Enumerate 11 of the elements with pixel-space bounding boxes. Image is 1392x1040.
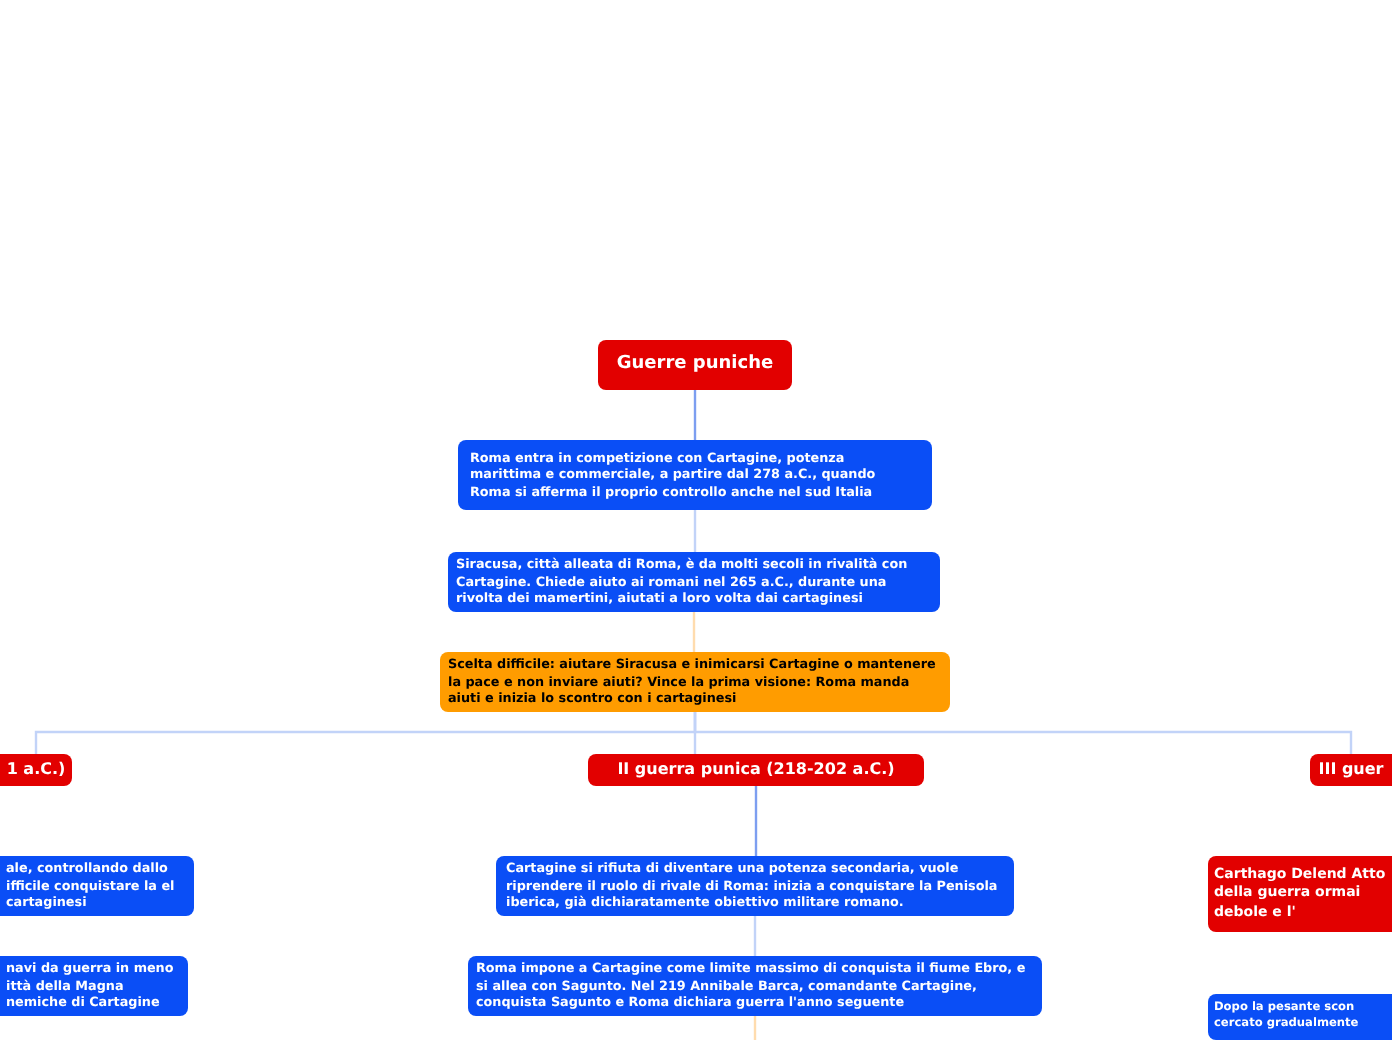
connector-line	[692, 612, 696, 652]
connector-line	[754, 786, 758, 856]
heading-box: III guer	[1310, 754, 1392, 786]
heading-box: 1 a.C.)	[0, 754, 72, 786]
heading-box: II guerra punica (218-202 a.C.)	[588, 754, 924, 786]
connector-line	[753, 916, 757, 956]
heading-box: Guerre puniche	[598, 340, 792, 390]
connector-line	[753, 1016, 757, 1040]
connector-line	[693, 712, 1353, 754]
connector-line	[693, 390, 697, 440]
connector-line	[693, 510, 697, 552]
